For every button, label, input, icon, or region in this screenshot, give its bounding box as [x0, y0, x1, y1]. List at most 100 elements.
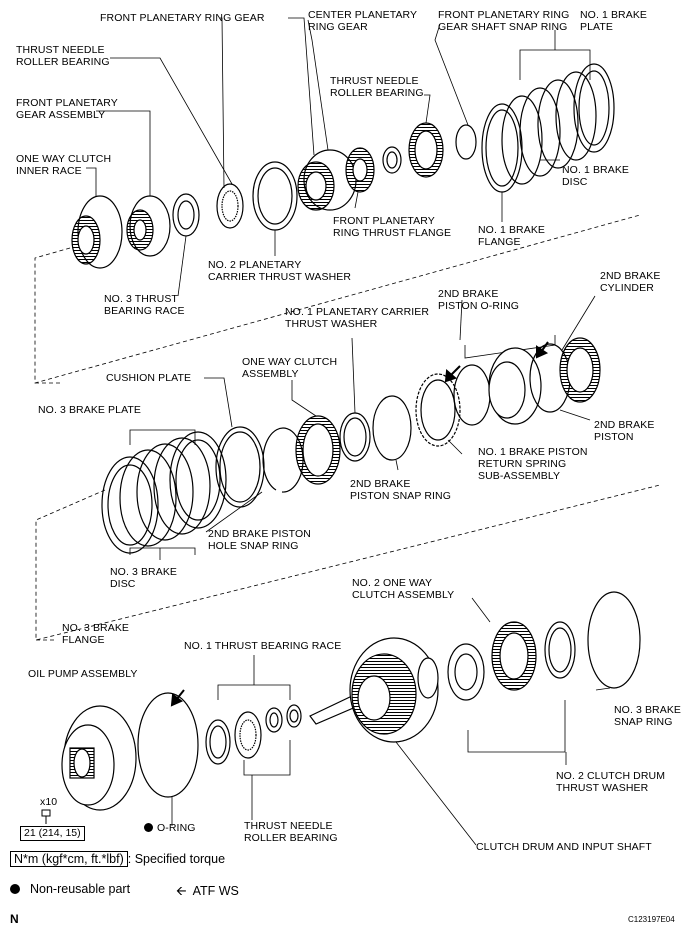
label-line: ONE WAY CLUTCH — [242, 356, 338, 368]
label-line: SNAP RING — [614, 716, 673, 728]
label-line: RETURN SPRING — [478, 458, 567, 470]
label-line: NO. 2 ONE WAY — [352, 577, 433, 589]
second-brake-piston-drawing — [488, 347, 542, 425]
atf-arrows — [170, 341, 549, 707]
label-line: ROLLER BEARING — [244, 832, 338, 844]
label-thrust-needle-roller-bearing-1: THRUST NEEDLE ROLLER BEARING — [16, 44, 110, 68]
label-line: ASSEMBLY — [242, 368, 299, 380]
label-one-way-clutch-assembly: ONE WAY CLUTCH ASSEMBLY — [242, 356, 337, 380]
cushion-plate-drawing — [215, 426, 265, 508]
label-no2-clutch-drum-thrust-washer: NO. 2 CLUTCH DRUM THRUST WASHER — [556, 770, 665, 794]
second-brake-piston-snap-ring-drawing — [372, 395, 412, 461]
label-no3-brake-plate: NO. 3 BRAKE PLATE — [38, 404, 141, 416]
label-line: FRONT PLANETARY — [333, 215, 435, 227]
no2-clutch-drum-thrust-washer-drawing — [447, 643, 485, 701]
atf-arrow-icon: 🡨 — [176, 883, 187, 898]
label-second-brake-piston-snap-ring: 2ND BRAKE PISTON SNAP RING — [350, 478, 451, 502]
no3-brake-snap-ring-drawing — [587, 591, 641, 689]
label-line: THRUST WASHER — [556, 782, 649, 794]
no3-thrust-bearing-race-drawing — [172, 193, 200, 237]
label-line: NO. 1 BRAKE PISTON — [478, 446, 588, 458]
label-no3-thrust-bearing-race: NO. 3 THRUST BEARING RACE — [104, 293, 185, 317]
front-planetary-gear-assembly-drawing — [126, 195, 171, 257]
label-line: CLUTCH DRUM AND INPUT SHAFT — [476, 841, 652, 853]
label-line: 2ND BRAKE — [350, 478, 411, 490]
no2-planetary-carrier-thrust-washer-drawing — [252, 161, 298, 231]
label-no1-brake-plate: NO. 1 BRAKE PLATE — [580, 9, 647, 33]
no1-planetary-carrier-thrust-washer-drawing — [339, 412, 371, 462]
label-thrust-needle-roller-bearing-2: THRUST NEEDLE ROLLER BEARING — [330, 75, 424, 99]
label-line: NO. 1 BRAKE — [580, 9, 648, 21]
grouping-brackets — [129, 30, 591, 776]
label-line: NO. 1 PLANETARY CARRIER — [285, 306, 430, 318]
dashed-guide-lines — [34, 214, 661, 641]
front-planetary-ring-gear-drawing — [297, 149, 357, 211]
label-line: SUB-ASSEMBLY — [478, 470, 561, 482]
second-brake-cylinder-drawing — [559, 337, 601, 403]
label-line: THRUST NEEDLE — [16, 44, 105, 56]
label-line: 2ND BRAKE — [594, 419, 655, 431]
label-no1-planetary-carrier-thrust-washer: NO. 1 PLANETARY CARRIER THRUST WASHER — [285, 306, 429, 330]
label-line: OIL PUMP ASSEMBLY — [28, 668, 138, 680]
legend-torque: N*m (kgf*cm, ft.*lbf): Specified torque — [10, 851, 226, 867]
small-thrust-races-drawing — [265, 704, 302, 733]
label-line: FRONT PLANETARY RING GEAR — [100, 12, 265, 24]
label-line: CLUTCH ASSEMBLY — [352, 589, 455, 601]
o-ring-drawing — [137, 692, 199, 798]
label-line: PISTON O-RING — [438, 300, 520, 312]
label-line: ROLLER BEARING — [330, 87, 424, 99]
label-one-way-clutch-inner-race: ONE WAY CLUTCH INNER RACE — [16, 153, 111, 177]
label-line: GEAR SHAFT SNAP RING — [438, 21, 568, 33]
label-line: NO. 3 BRAKE — [62, 622, 130, 634]
clutch-drum-and-input-shaft-drawing — [309, 637, 439, 743]
label-line: NO. 2 PLANETARY — [208, 259, 302, 271]
label-second-brake-piston-o-ring: 2ND BRAKE PISTON O-RING — [438, 288, 519, 312]
legend-torque-unit: N*m (kgf*cm, ft.*lbf) — [10, 851, 128, 867]
no1-brake-piston-return-spring-drawing — [415, 373, 461, 447]
legend-torque-text: : Specified torque — [127, 852, 226, 866]
label-no1-brake-disc: NO. 1 BRAKE DISC — [562, 164, 629, 188]
front-planetary-ring-thrust-flange-drawing — [345, 147, 375, 193]
label-clutch-drum-and-input-shaft: CLUTCH DRUM AND INPUT SHAFT — [476, 841, 652, 853]
label-line: THRUST NEEDLE — [330, 75, 419, 87]
thrust-needle-roller-bearing-2-drawing — [382, 146, 402, 174]
label-line: FRONT PLANETARY RING — [438, 9, 570, 21]
label-line: DISC — [110, 578, 136, 590]
no1-thrust-bearing-race-drawing — [205, 719, 231, 765]
one-way-clutch-inner-race-drawing — [71, 195, 123, 269]
label-line: RING GEAR — [308, 21, 368, 33]
label-oil-pump-assembly: OIL PUMP ASSEMBLY — [28, 668, 137, 680]
label-center-planetary-ring-gear: CENTER PLANETARY RING GEAR — [308, 9, 417, 33]
label-no3-brake-disc: NO. 3 BRAKE DISC — [110, 566, 177, 590]
label-line: PLATE — [580, 21, 613, 33]
label-line: BEARING RACE — [104, 305, 185, 317]
label-no3-brake-snap-ring: NO. 3 BRAKE SNAP RING — [614, 704, 681, 728]
label-second-brake-piston-hole-snap-ring: 2ND BRAKE PISTON HOLE SNAP RING — [208, 528, 311, 552]
label-no1-brake-piston-return-spring: NO. 1 BRAKE PISTON RETURN SPRING SUB-ASS… — [478, 446, 588, 482]
label-line: HOLE SNAP RING — [208, 540, 299, 552]
label-line: INNER RACE — [16, 165, 82, 177]
label-line: NO. 1 BRAKE — [478, 224, 546, 236]
label-line: CYLINDER — [600, 282, 654, 294]
second-brake-piston-hole-snap-ring-drawing — [262, 427, 304, 493]
label-line: CARRIER THRUST WASHER — [208, 271, 352, 283]
legend-atf: 🡨 ATF WS — [176, 882, 239, 904]
label-line: THRUST NEEDLE — [244, 820, 333, 832]
label-line: CUSHION PLATE — [106, 372, 192, 384]
leader-lines — [86, 17, 611, 846]
torque-value-box: 21 (214, 15) — [20, 826, 85, 841]
label-line: NO. 1 THRUST BEARING RACE — [184, 640, 342, 652]
label-line: PISTON — [594, 431, 634, 443]
thrust-needle-roller-bearing-1-drawing — [216, 183, 244, 229]
label-line: PISTON SNAP RING — [350, 490, 451, 502]
label-line: O-RING — [157, 822, 196, 834]
label-front-planetary-ring-gear-shaft-snap-ring: FRONT PLANETARY RING GEAR SHAFT SNAP RIN… — [438, 9, 569, 33]
corner-letter: N — [10, 912, 19, 926]
label-line: ROLLER BEARING — [16, 56, 110, 68]
label-line: NO. 3 BRAKE — [110, 566, 178, 578]
label-no2-one-way-clutch-assembly: NO. 2 ONE WAY CLUTCH ASSEMBLY — [352, 577, 454, 601]
label-line: NO. 1 BRAKE — [562, 164, 630, 176]
label-no1-brake-flange: NO. 1 BRAKE FLANGE — [478, 224, 545, 248]
no2-one-way-clutch-assembly-drawing — [491, 621, 537, 691]
legend-atf-text: ATF WS — [192, 884, 239, 898]
